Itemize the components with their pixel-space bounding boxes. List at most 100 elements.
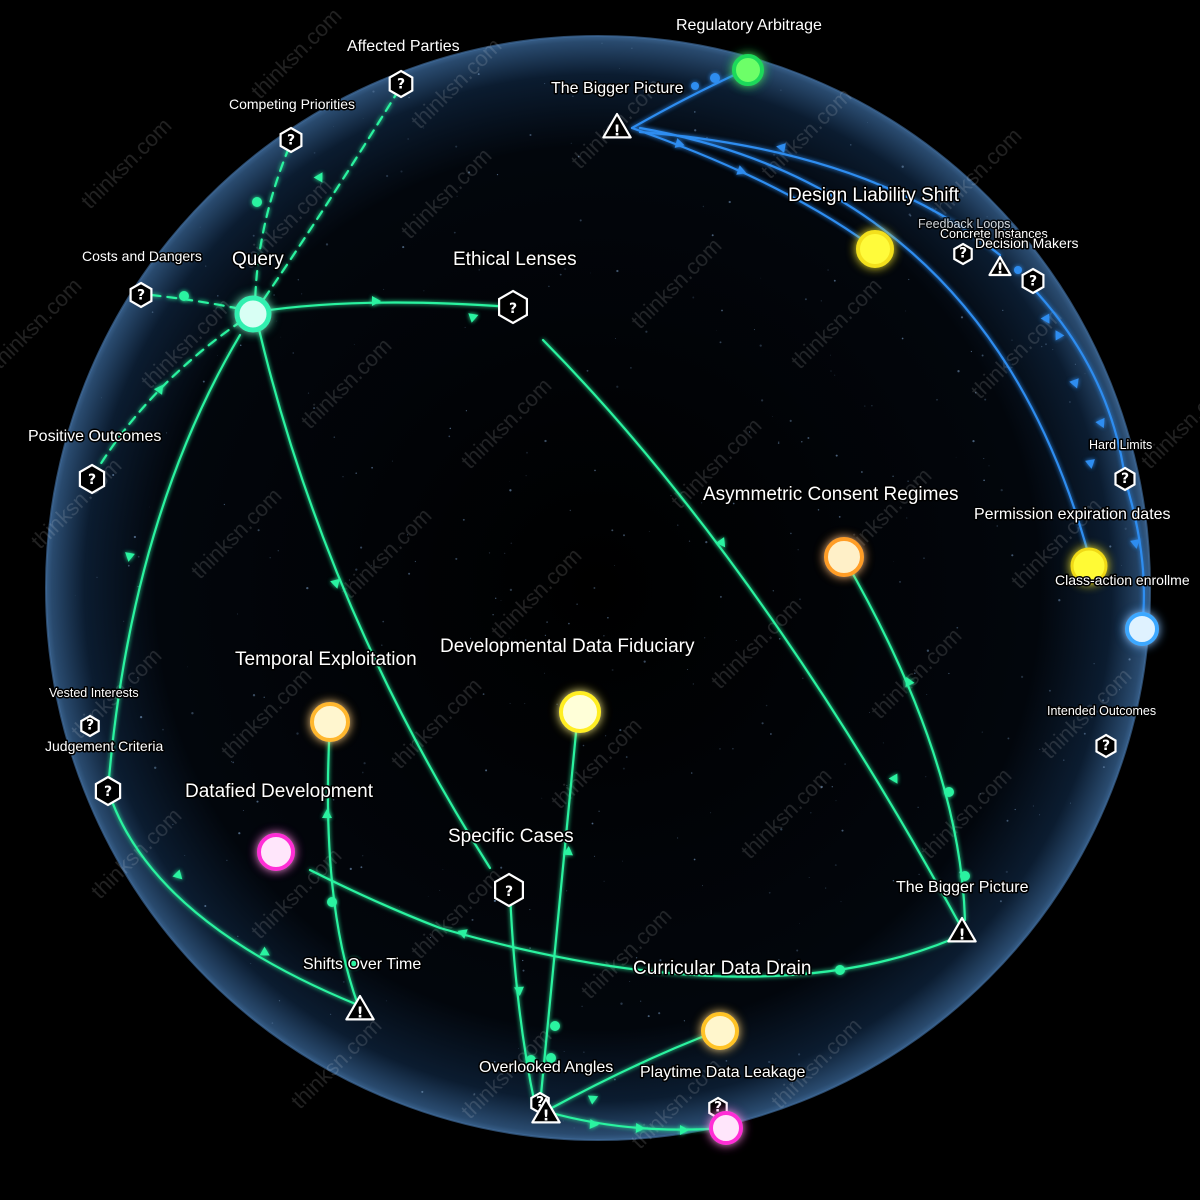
label-competing-priorities: Competing Priorities xyxy=(229,96,355,112)
watermark-text: thinksn.com xyxy=(246,3,347,104)
edge-dot xyxy=(179,291,189,301)
star xyxy=(694,111,696,113)
star xyxy=(629,366,632,369)
arrow-marker xyxy=(330,578,340,589)
permission-expiration-node[interactable] xyxy=(1070,547,1108,585)
star xyxy=(1003,513,1005,515)
magenta-leaf-node[interactable] xyxy=(709,1111,743,1145)
hexagon-shape xyxy=(953,242,973,266)
star xyxy=(1102,766,1105,769)
star xyxy=(500,599,502,602)
star xyxy=(543,672,546,674)
star xyxy=(342,476,344,478)
star xyxy=(908,213,911,216)
star xyxy=(488,552,491,554)
star xyxy=(508,637,510,639)
arrow-marker xyxy=(1040,313,1050,324)
star xyxy=(1128,658,1131,661)
star xyxy=(590,272,592,274)
star xyxy=(702,885,703,887)
star xyxy=(427,896,429,897)
star xyxy=(711,234,714,237)
competing-priorities-icon[interactable]: ? xyxy=(279,126,303,154)
star xyxy=(777,441,780,443)
developmental-fiduciary-node[interactable] xyxy=(559,691,601,733)
positive-outcomes-icon[interactable]: ? xyxy=(78,463,106,495)
star xyxy=(465,410,467,412)
star xyxy=(834,864,837,867)
label-asymmetric-consent: Asymmetric Consent Regimes xyxy=(703,484,959,505)
star xyxy=(487,263,490,266)
star xyxy=(604,735,607,737)
star xyxy=(406,534,408,536)
hard-limits-icon[interactable]: ? xyxy=(1114,466,1136,492)
shifts-over-time-warning-icon[interactable]: ! xyxy=(345,994,375,1021)
star xyxy=(237,935,239,937)
star xyxy=(732,747,734,750)
feedback-loops-icon[interactable]: ? xyxy=(953,242,973,266)
label-class-action: Class-action enrollme xyxy=(1055,572,1190,588)
star xyxy=(355,472,358,475)
star xyxy=(250,963,252,964)
star xyxy=(544,1069,547,1072)
star xyxy=(798,1053,801,1056)
star xyxy=(620,1002,623,1005)
concrete-instances-warning-icon[interactable]: ! xyxy=(988,255,1012,278)
edge-decision-makers-hard-limits xyxy=(1028,283,1127,480)
affected-parties-icon[interactable]: ? xyxy=(388,69,414,99)
bigger-picture-top-icon[interactable]: ! xyxy=(602,112,632,139)
costs-and-dangers-icon[interactable]: ? xyxy=(129,281,153,309)
star xyxy=(732,502,735,505)
overlooked-angles-warning-icon[interactable]: ! xyxy=(531,1097,561,1124)
star xyxy=(325,243,329,246)
star xyxy=(439,890,441,891)
arrow-marker xyxy=(905,676,915,688)
bigger-picture-right-icon[interactable]: ! xyxy=(947,916,977,943)
vested-interests-icon[interactable]: ? xyxy=(80,714,100,738)
decision-makers-icon[interactable]: ? xyxy=(1021,267,1045,295)
star xyxy=(844,763,846,765)
star xyxy=(799,598,801,601)
star xyxy=(981,731,983,733)
intended-outcomes-icon[interactable]: ? xyxy=(1095,733,1117,759)
star xyxy=(275,320,277,322)
design-liability-shift-node[interactable] xyxy=(856,230,894,268)
star xyxy=(677,837,679,839)
star xyxy=(986,216,988,218)
star xyxy=(631,47,633,49)
star xyxy=(526,451,528,454)
class-action-node[interactable] xyxy=(1125,612,1159,646)
specific-cases-icon[interactable]: ? xyxy=(494,872,525,908)
ethical-lenses-icon[interactable]: ? xyxy=(498,289,529,325)
star xyxy=(546,621,548,623)
star xyxy=(577,155,580,158)
arrow-marker xyxy=(589,1119,599,1129)
star xyxy=(429,936,432,938)
watermark-text: thinksn.com xyxy=(546,0,647,4)
edge-ethical-lenses-bigger-picture xyxy=(541,338,962,927)
star xyxy=(614,1078,616,1081)
star xyxy=(583,1051,585,1053)
star xyxy=(603,880,605,882)
star xyxy=(694,129,697,132)
star xyxy=(278,1000,281,1002)
judgement-criteria-icon[interactable]: ? xyxy=(94,775,122,807)
star xyxy=(422,127,425,129)
asymmetric-consent-node[interactable] xyxy=(824,537,864,577)
datafied-development-node[interactable] xyxy=(257,833,295,871)
arrow-marker xyxy=(468,313,479,323)
playtime-data-leakage-node[interactable] xyxy=(701,1012,739,1050)
edge-query-affected-parties xyxy=(253,86,402,314)
star xyxy=(892,475,894,478)
star xyxy=(768,891,771,894)
star xyxy=(1093,663,1095,665)
star xyxy=(485,769,488,772)
star xyxy=(882,742,885,744)
star xyxy=(603,635,605,637)
query-node[interactable] xyxy=(234,295,272,333)
temporal-exploitation-node[interactable] xyxy=(310,702,350,742)
star xyxy=(688,540,691,542)
star xyxy=(380,644,383,647)
star xyxy=(493,1060,496,1063)
regulatory-arbitrage-node[interactable] xyxy=(732,54,764,86)
